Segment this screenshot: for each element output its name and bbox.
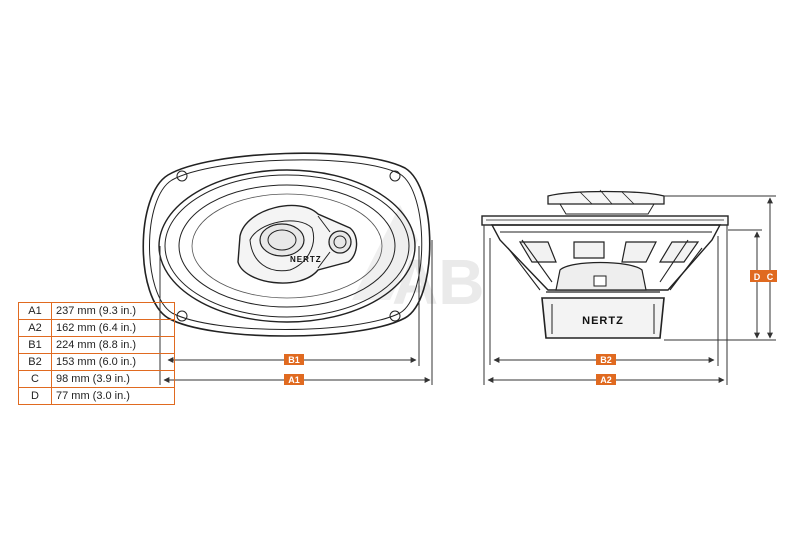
svg-text:C: C — [767, 272, 774, 282]
front-cone — [178, 184, 396, 308]
mount-hole-icon — [176, 310, 188, 322]
svg-text:B1: B1 — [288, 355, 300, 365]
midrange-dome — [259, 223, 305, 257]
spec-code: D — [18, 387, 52, 405]
spec-value: 237 mm (9.3 in.) — [51, 302, 175, 320]
svg-text:D: D — [754, 272, 761, 282]
svg-text:AB: AB — [392, 246, 484, 318]
dim-marker-d: D — [750, 270, 764, 282]
spec-value: 98 mm (3.9 in.) — [51, 370, 175, 388]
spec-value: 224 mm (8.8 in.) — [51, 336, 175, 354]
table-row: A1 237 mm (9.3 in.) — [18, 302, 175, 320]
mount-hole-icon — [176, 170, 188, 182]
table-row: B1 224 mm (8.8 in.) — [18, 336, 175, 354]
side-tweeter-cap — [547, 190, 665, 205]
svg-text:B2: B2 — [600, 355, 612, 365]
spec-code: B2 — [18, 353, 52, 371]
spec-code: B1 — [18, 336, 52, 354]
tweeter-dome — [328, 230, 352, 254]
table-row: A2 162 mm (6.4 in.) — [18, 319, 175, 337]
watermark: AB — [352, 205, 484, 318]
speaker-side-view: NERTZ — [481, 189, 729, 339]
front-basket-frame — [142, 152, 431, 337]
mount-hole-icon — [389, 310, 401, 322]
side-basket — [490, 224, 722, 291]
dim-marker-a2: A2 — [596, 374, 616, 385]
side-dimensions — [483, 195, 776, 385]
front-outer-ring — [158, 169, 416, 323]
spec-value: 77 mm (3.0 in.) — [51, 387, 175, 405]
side-magnet — [541, 297, 665, 339]
speaker-front-view: NERTZ — [142, 152, 431, 337]
dim-marker-a1: A1 — [284, 374, 304, 385]
svg-text:A1: A1 — [288, 375, 300, 385]
side-flange — [481, 215, 729, 226]
svg-text:A2: A2 — [600, 375, 612, 385]
spec-code: A1 — [18, 302, 52, 320]
table-row: C 98 mm (3.9 in.) — [18, 370, 175, 388]
dim-marker-c: C — [763, 270, 777, 282]
table-row: D 77 mm (3.0 in.) — [18, 387, 175, 405]
side-brand-logo: NERTZ — [582, 315, 624, 327]
spec-code: C — [18, 370, 52, 388]
mount-hole-icon — [389, 170, 401, 182]
table-row: B2 153 mm (6.0 in.) — [18, 353, 175, 371]
spec-value: 153 mm (6.0 in.) — [51, 353, 175, 371]
dimension-spec-table: A1 237 mm (9.3 in.) A2 162 mm (6.4 in.) … — [18, 302, 175, 405]
spec-code: A2 — [18, 319, 52, 337]
dim-marker-b2: B2 — [596, 354, 616, 365]
dim-marker-b1: B1 — [284, 354, 304, 365]
spec-value: 162 mm (6.4 in.) — [51, 319, 175, 337]
front-brand-logo: NERTZ — [290, 255, 322, 264]
